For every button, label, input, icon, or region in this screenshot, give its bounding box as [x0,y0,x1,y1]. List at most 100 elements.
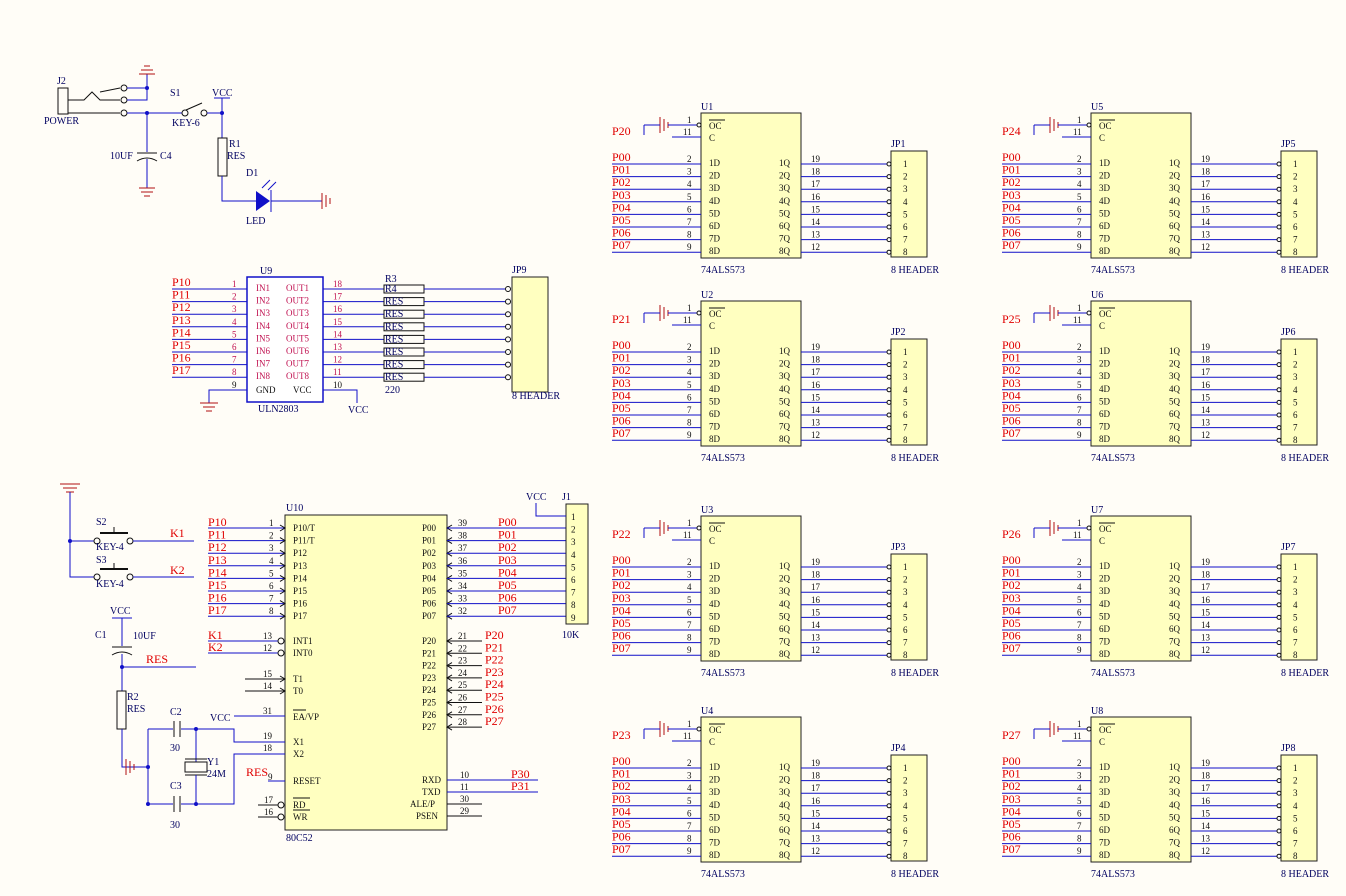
header-body [890,754,928,862]
mcu-p0-net: P00 [498,515,517,529]
latch-d-pin: 2D [709,775,721,785]
svg-text:7: 7 [269,594,274,604]
svg-text:17: 17 [811,582,821,592]
svg-text:27: 27 [458,705,468,715]
serial-net: P30 [511,767,530,781]
xtal-pin: X1 [293,737,304,747]
svg-text:6: 6 [1077,204,1082,214]
svg-text:12: 12 [811,645,820,655]
latch-q-pin: 6Q [779,409,791,419]
j1-pin: 7 [571,588,576,598]
svg-text:39: 39 [458,518,468,528]
svg-text:19: 19 [263,731,273,741]
latch-d-pin: 7D [1099,234,1111,244]
svg-text:16: 16 [811,192,821,202]
svg-text:10: 10 [460,770,470,780]
latch-q-pin: 5Q [779,396,791,406]
svg-text:8: 8 [269,606,274,616]
uln-in-pin: IN1 [256,283,270,293]
svg-text:8: 8 [1077,633,1082,643]
oc-net: P27 [1002,728,1021,742]
header-pin: 8 [1293,247,1298,257]
svg-text:8: 8 [687,633,692,643]
latch-input-net: P03 [612,792,631,806]
latch-input-net: P07 [1002,238,1021,252]
svg-text:6: 6 [1077,808,1082,818]
latch-input-net: P00 [1002,150,1021,164]
svg-text:12: 12 [811,430,820,440]
latch-q-pin: 1Q [1169,561,1181,571]
u9-vcc-num: 10 [333,380,343,390]
latch-d-pin: 4D [709,196,721,206]
header-part: 8 HEADER [891,453,939,464]
oc-pin: OC [709,524,722,534]
latch-d-pin: 1D [1099,346,1111,356]
oc-pin: OC [709,725,722,735]
latch-q-pin: 5Q [779,208,791,218]
header-pin: 7 [903,839,908,849]
oc-net: P24 [1002,124,1021,138]
latch-q-pin: 3Q [1169,586,1181,596]
mcu-p2-net: P27 [485,714,504,728]
svg-text:13: 13 [811,230,821,240]
header-part: 8 HEADER [1281,668,1329,679]
resistor-label: RES [385,309,403,320]
latch-q-pin: 6Q [779,825,791,835]
latch-d-pin: 6D [709,221,721,231]
latch-d-pin: 7D [1099,637,1111,647]
header-pin: 2 [1293,360,1298,370]
latch-input-net: P07 [1002,426,1021,440]
svg-text:15: 15 [811,392,821,402]
latch-q-pin: 8Q [779,649,791,659]
c-pin: C [1099,133,1105,143]
header-pin: 5 [903,813,908,823]
svg-text:7: 7 [687,405,692,415]
r-value: 220 [385,385,400,396]
header-ref: JP4 [891,743,905,754]
header-pin: 3 [903,184,908,194]
header-pin: 3 [1293,184,1298,194]
svg-text:17: 17 [1201,179,1211,189]
latch-input-net: P00 [1002,338,1021,352]
capacitor-c4: 10UF C4 [110,113,172,197]
svg-text:25: 25 [458,680,468,690]
header-pin: 3 [1293,788,1298,798]
latch-input-net: P07 [612,641,631,655]
latch-d-pin: 5D [1099,396,1111,406]
d1-value: LED [246,216,265,227]
latch-d-pin: 8D [709,850,721,860]
latch-d-pin: 2D [709,359,721,369]
header-pin: 4 [1293,385,1298,395]
svg-text:11: 11 [683,530,692,540]
j1-pin: 1 [571,512,576,522]
mcu-p1-net: P15 [208,578,227,592]
uln-out-pin: OUT5 [286,333,309,343]
resistor-label: RES [385,322,403,333]
header-body [890,150,928,258]
latch-q-pin: 4Q [1169,196,1181,206]
latch-ref: U2 [701,290,713,301]
header-body [890,338,928,446]
svg-text:2: 2 [269,531,274,541]
latch-body [700,300,802,447]
svg-text:7: 7 [687,821,692,831]
latch-q-pin: 4Q [779,800,791,810]
latch-input-net: P01 [612,767,631,781]
latch-d-pin: 1D [1099,762,1111,772]
header-pin: 6 [1293,826,1298,836]
svg-text:3: 3 [687,167,692,177]
svg-text:18: 18 [333,279,343,289]
svg-text:19: 19 [811,154,821,164]
oc-pin: OC [709,309,722,319]
svg-text:6: 6 [687,392,692,402]
svg-text:14: 14 [333,329,343,339]
svg-text:37: 37 [458,543,468,553]
oc-pin: OC [1099,121,1112,131]
svg-text:12: 12 [811,846,820,856]
uln-out-pin: OUT4 [286,321,309,331]
